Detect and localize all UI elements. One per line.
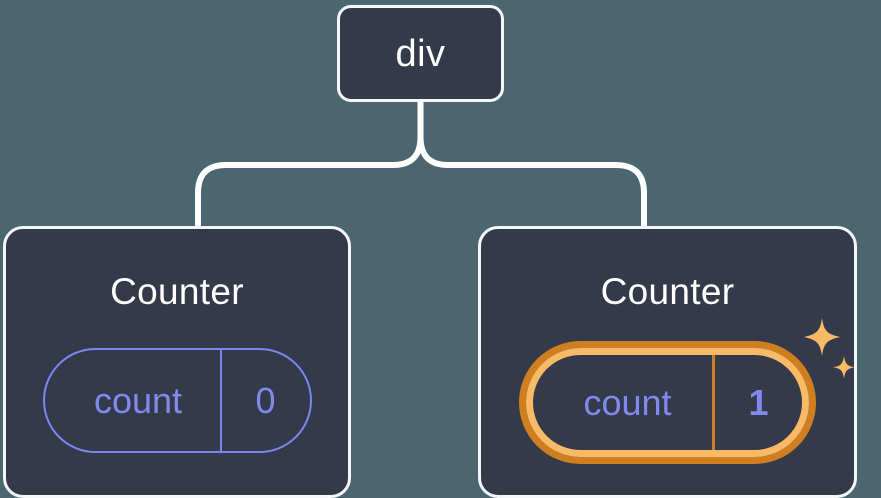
- state-pill-container-right: count 1: [481, 341, 854, 464]
- component-title-right: Counter: [600, 271, 735, 312]
- state-pill-left[interactable]: count 0: [42, 348, 312, 453]
- state-pill-container-left: count 0: [6, 348, 348, 453]
- state-pill-right[interactable]: count 1: [526, 348, 809, 457]
- state-value-left: 0: [219, 350, 310, 451]
- root-node-label: div: [395, 32, 446, 75]
- node-root-div[interactable]: div: [337, 5, 504, 102]
- node-counter-left[interactable]: Counter count 0: [3, 226, 351, 498]
- state-pill-right-highlight-ring: count 1: [519, 341, 816, 464]
- connector-right-branch: [417, 99, 647, 229]
- state-value-right: 1: [712, 355, 802, 450]
- node-counter-right[interactable]: Counter count 1: [478, 226, 857, 498]
- state-key-left: count: [93, 379, 183, 421]
- connector-left-branch: [195, 99, 424, 229]
- state-key-right: count: [583, 381, 672, 423]
- component-title-left: Counter: [110, 271, 244, 312]
